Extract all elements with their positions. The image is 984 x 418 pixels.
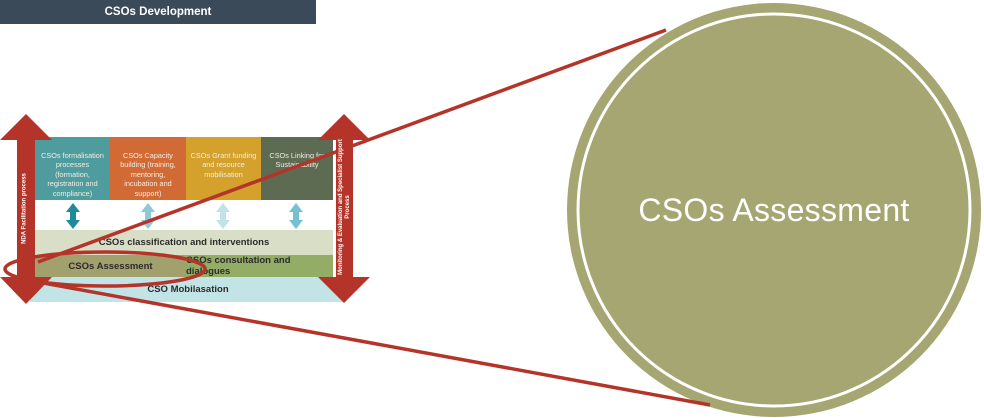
left-double-arrow: [0, 114, 52, 304]
assessment-label: CSOs Assessment: [68, 260, 153, 272]
cso-development-label: CSOs Development: [104, 6, 212, 18]
pillar-arrow-4: [289, 203, 303, 229]
pillar-capacity-building-label: CSOs Capacity building (training, mentor…: [120, 151, 176, 198]
highlight-ellipse: [3, 250, 207, 288]
pillar-formalisation: CSOs formalisation processes (formation,…: [35, 137, 110, 200]
callout-connector-bottom: [37, 280, 711, 407]
nda-facilitation-label: NDA Facilitation process: [22, 159, 29, 259]
pillar-arrow-2: [141, 203, 155, 229]
monitoring-evaluation-text: Monitoring & Evaluation and Specialist S…: [338, 139, 351, 275]
pillar-grant-funding: CSOs Grant funding and resource mobilisa…: [186, 137, 261, 200]
callout-circle: [567, 3, 981, 417]
pillar-formalisation-label: CSOs formalisation processes (formation,…: [41, 151, 104, 198]
pillar-grant-funding-label: CSOs Grant funding and resource mobilisa…: [190, 151, 257, 179]
callout-connector-top: [37, 28, 667, 264]
consultation-band: CSOs consultation and dialogues: [186, 255, 333, 277]
callout-circle-ring: [576, 12, 972, 408]
callout-label: CSOs Assessment: [567, 3, 981, 417]
classification-label: CSOs classification and interventions: [98, 237, 270, 248]
assessment-band: CSOs Assessment: [35, 255, 186, 277]
pillar-capacity-building: CSOs Capacity building (training, mentor…: [110, 137, 186, 200]
mobilisation-label: CSO Mobilasation: [147, 284, 229, 295]
nda-facilitation-text: NDA Facilitation process: [21, 173, 28, 244]
consultation-label: CSOs consultation and dialogues: [186, 255, 291, 277]
pillar-arrow-1: [66, 203, 80, 229]
right-double-arrow: [318, 114, 370, 303]
callout-label-text: CSOs Assessment: [638, 191, 910, 228]
pillar-arrow-3: [216, 203, 230, 229]
monitoring-evaluation-label: Monitoring & Evaluation and Specialist S…: [338, 132, 352, 282]
cso-development-header: CSOs Development: [0, 0, 316, 24]
